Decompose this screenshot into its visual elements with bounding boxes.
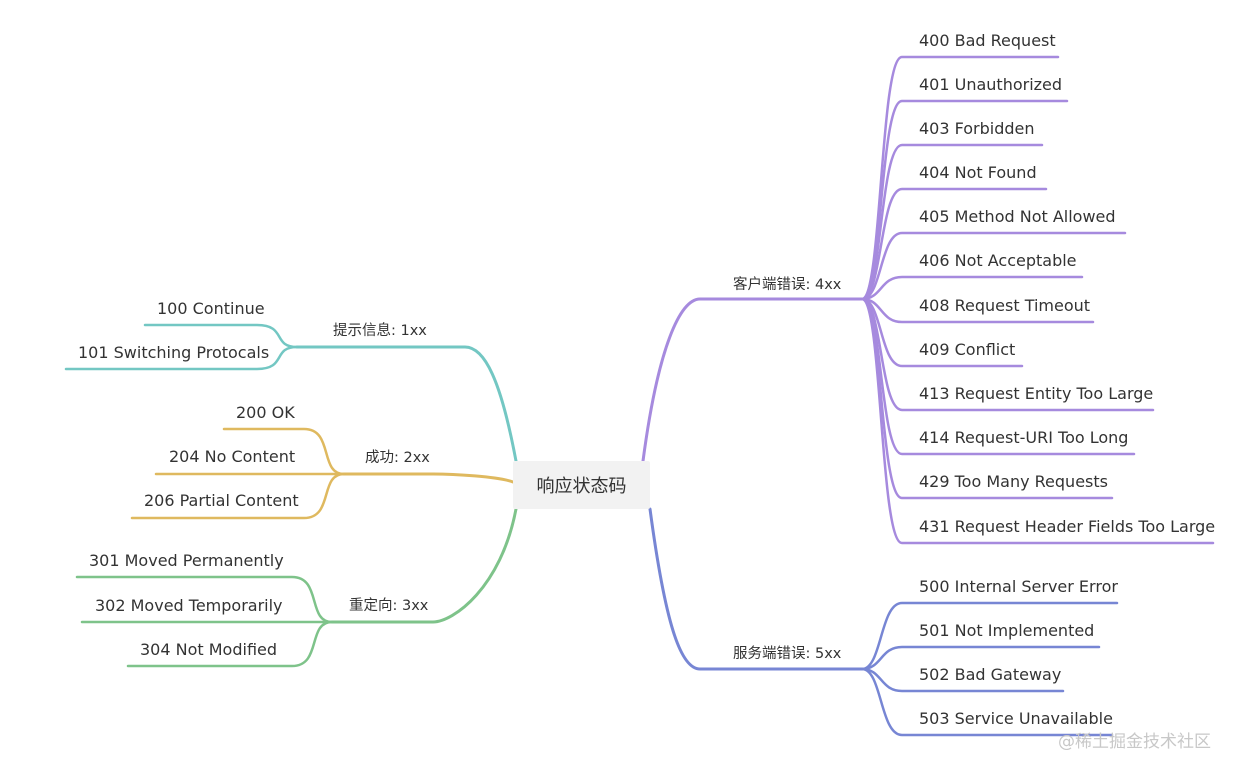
status-404[interactable]: 404 Not Found — [919, 163, 1037, 182]
status-200[interactable]: 200 OK — [236, 403, 295, 422]
leaf-connector-2xx-2 — [130, 472, 346, 520]
leaf-connector-3xx-2 — [126, 620, 334, 668]
root-node-response-status-codes[interactable]: 响应状态码 — [513, 461, 650, 509]
category-1xx[interactable]: 提示信息: 1xx — [333, 323, 427, 339]
category-4xx[interactable]: 客户端错误: 4xx — [733, 277, 842, 293]
status-100[interactable]: 100 Continue — [157, 299, 265, 318]
leaf-connector-4xx-5 — [860, 275, 1084, 301]
status-414[interactable]: 414 Request-URI Too Long — [919, 428, 1129, 447]
status-204[interactable]: 204 No Content — [169, 447, 296, 466]
status-406[interactable]: 406 Not Acceptable — [919, 251, 1077, 270]
status-431[interactable]: 431 Request Header Fields Too Large — [919, 517, 1216, 536]
status-405[interactable]: 405 Method Not Allowed — [919, 207, 1116, 226]
status-302[interactable]: 302 Moved Temporarily — [95, 596, 283, 615]
leaf-connector-4xx-4 — [860, 231, 1127, 301]
category-5xx[interactable]: 服务端错误: 5xx — [733, 646, 842, 662]
branch-connector-3xx — [330, 507, 518, 624]
leaf-connector-1xx-1 — [64, 345, 299, 371]
branch-connector-2xx — [342, 472, 515, 484]
status-401[interactable]: 401 Unauthorized — [919, 75, 1063, 94]
status-409[interactable]: 409 Conflict — [919, 340, 1016, 359]
leaf-connector-3xx-0 — [75, 575, 334, 624]
branch-connector-4xx — [641, 297, 864, 463]
category-2xx[interactable]: 成功: 2xx — [365, 450, 430, 466]
status-429[interactable]: 429 Too Many Requests — [919, 472, 1108, 491]
watermark: @稀土掘金技术社区 — [1058, 732, 1211, 752]
status-206[interactable]: 206 Partial Content — [144, 491, 299, 510]
status-408[interactable]: 408 Request Timeout — [919, 296, 1091, 315]
status-503[interactable]: 503 Service Unavailable — [919, 709, 1113, 728]
branch-connector-1xx — [295, 345, 518, 463]
status-301[interactable]: 301 Moved Permanently — [89, 551, 284, 570]
leaf-connector-2xx-0 — [222, 427, 346, 476]
branch-connector-5xx — [648, 507, 864, 671]
category-3xx[interactable]: 重定向: 3xx — [349, 598, 429, 614]
status-501[interactable]: 501 Not Implemented — [919, 621, 1095, 640]
status-502[interactable]: 502 Bad Gateway — [919, 665, 1062, 684]
status-403[interactable]: 403 Forbidden — [919, 119, 1035, 138]
leaf-connector-4xx-11 — [860, 297, 1215, 545]
status-101[interactable]: 101 Switching Protocals — [78, 343, 270, 362]
status-500[interactable]: 500 Internal Server Error — [919, 577, 1118, 596]
leaf-connector-5xx-1 — [860, 645, 1101, 671]
leaf-connector-1xx-0 — [143, 323, 299, 349]
leaf-connector-5xx-3 — [860, 667, 1114, 737]
root-node-label: 响应状态码 — [536, 476, 627, 497]
leaf-connector-4xx-3 — [860, 187, 1048, 301]
status-400[interactable]: 400 Bad Request — [919, 31, 1056, 50]
status-304[interactable]: 304 Not Modified — [140, 640, 278, 659]
leaf-connector-5xx-0 — [860, 601, 1119, 671]
status-413[interactable]: 413 Request Entity Too Large — [919, 384, 1154, 403]
